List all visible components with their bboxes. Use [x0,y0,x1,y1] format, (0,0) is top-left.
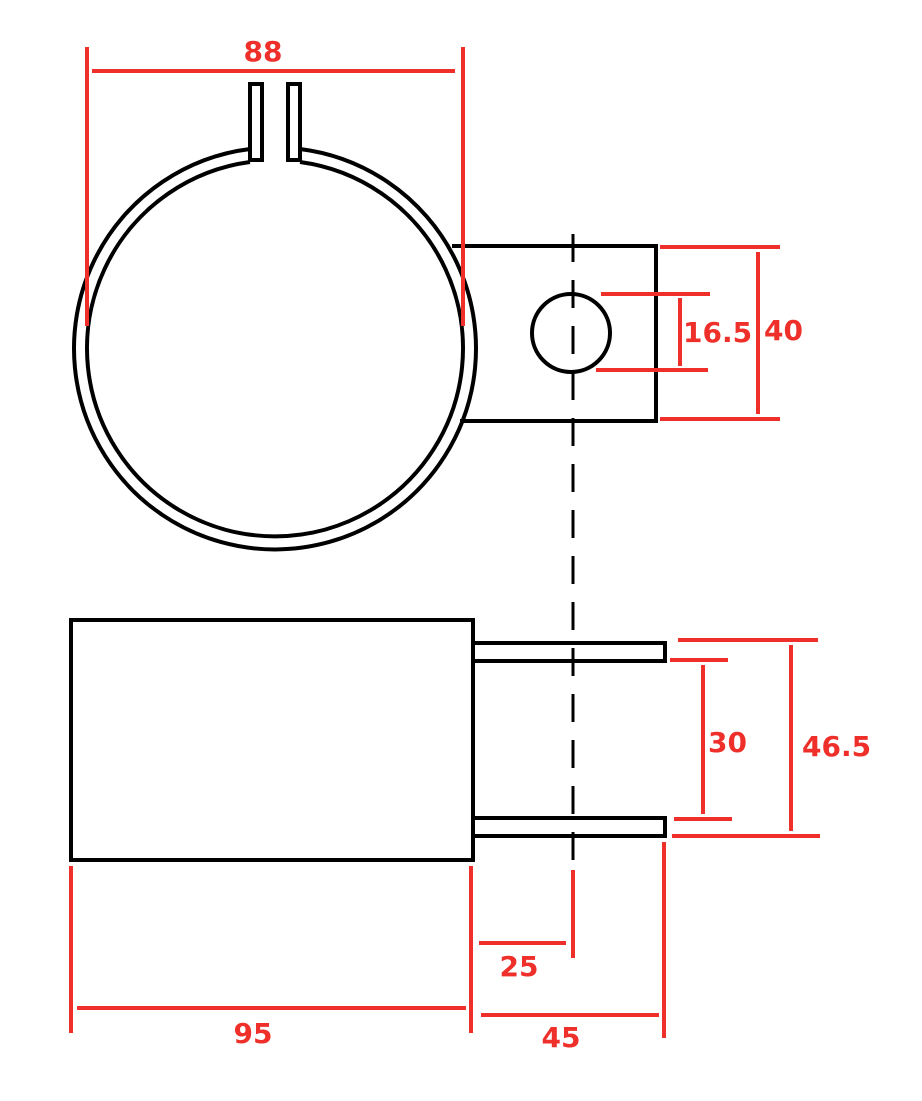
dimension-45: 45 [481,842,666,1054]
top-view [72,82,658,552]
clamp-body [69,618,475,862]
dimension-95: 95 [69,866,473,1050]
dim-label-body-length: 95 [234,1017,273,1050]
slot-tab-left [248,82,264,162]
dimension-25: 25 [479,870,575,983]
clamp-outer-ring [72,147,478,552]
dim-label-tab-outer-height: 46.5 [802,730,871,763]
tab-lower [471,816,667,838]
dim-label-hole-diameter: 16.5 [683,316,752,349]
side-view [69,618,667,862]
mounting-hole [530,292,612,374]
dim-label-clamp-diameter: 88 [244,35,283,68]
dimension-88: 88 [85,35,465,326]
dim-label-tab-gap: 30 [708,726,747,759]
dimension-40: 40 [660,245,803,421]
mounting-tab [452,244,658,423]
dimension-46-5: 46.5 [672,638,871,838]
dim-label-tab-length: 45 [542,1021,581,1054]
slot-tab-right [286,82,302,162]
dim-label-tab-height: 40 [764,314,803,347]
dimension-30: 30 [670,658,747,821]
tab-upper [471,641,667,663]
dimension-16-5: 16.5 [596,292,752,372]
clamp-inner-ring [85,160,465,539]
dim-label-hole-offset: 25 [500,950,539,983]
